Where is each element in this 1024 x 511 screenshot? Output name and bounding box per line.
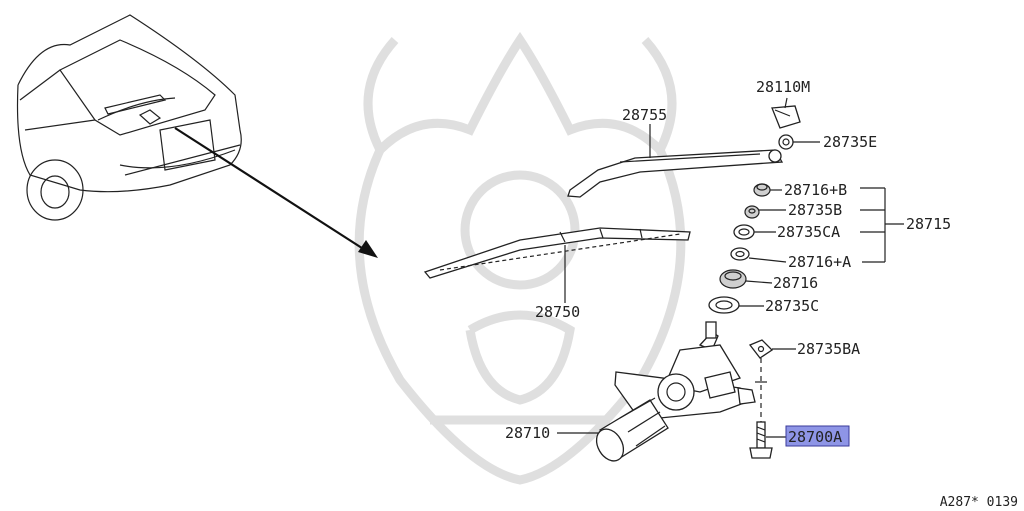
grommet-28716-part[interactable] [719, 269, 747, 289]
label-28710[interactable]: 28710 [505, 424, 550, 442]
nut-28735b-part[interactable] [744, 205, 760, 219]
label-28735C[interactable]: 28735C [765, 297, 819, 315]
label-28755[interactable]: 28755 [622, 106, 667, 124]
label-28735BA[interactable]: 28735BA [797, 340, 860, 358]
grommet-28716a-part[interactable] [730, 247, 750, 261]
nut-28735e-part[interactable] [778, 134, 794, 150]
label-28716B[interactable]: 28716+B [784, 181, 847, 199]
label-28110M[interactable]: 28110M [756, 78, 810, 96]
label-28735CA[interactable]: 28735CA [777, 223, 840, 241]
watermark-crest [354, 31, 686, 485]
figure-code: A287* 0139 [940, 495, 1018, 510]
label-28700A[interactable]: 28700A [788, 428, 842, 446]
label-28716A[interactable]: 28716+A [788, 253, 851, 271]
wiper-motor-part[interactable] [591, 321, 756, 466]
label-28750[interactable]: 28750 [535, 303, 580, 321]
leader-lines [557, 97, 904, 438]
label-28716[interactable]: 28716 [773, 274, 818, 292]
wiper-blade-part[interactable] [423, 227, 691, 279]
grommet-28716b-part[interactable] [753, 183, 771, 197]
wiper-cap-part[interactable] [771, 105, 801, 129]
car-rear-illustration [16, 14, 242, 221]
label-28715[interactable]: 28715 [906, 215, 951, 233]
bolt-28700a-part[interactable] [749, 421, 773, 459]
clip-28735ba-part[interactable] [748, 339, 774, 359]
label-28735B[interactable]: 28735B [788, 201, 842, 219]
label-28735E[interactable]: 28735E [823, 133, 877, 151]
washer-28735c-part[interactable] [708, 296, 740, 314]
highlight-box [785, 425, 850, 447]
pointer-arrow [174, 127, 378, 258]
wiper-arm-part[interactable] [567, 149, 784, 198]
washer-28735ca-part[interactable] [733, 224, 755, 240]
